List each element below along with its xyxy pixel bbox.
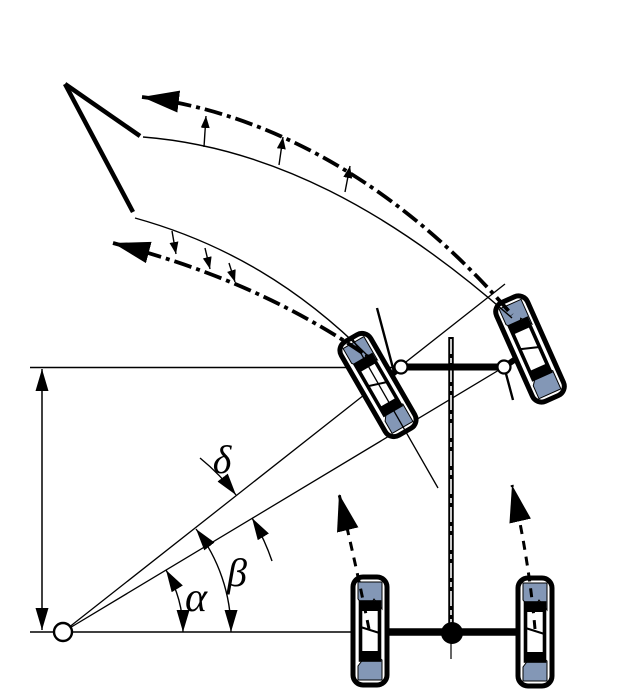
angle-label-alpha: α	[185, 575, 208, 621]
inner-wheel-radius-line	[62, 283, 506, 633]
rear-left-wheel	[353, 577, 387, 685]
angle-label-delta: δ	[213, 437, 233, 482]
deviation-arrow	[202, 247, 212, 270]
delta-angle-arc-lower	[251, 517, 273, 562]
rear-differential-dot	[441, 622, 463, 644]
angle-label-beta: β	[226, 550, 247, 595]
delta-angle-arc-upper	[199, 457, 237, 496]
deviation-arrow	[200, 115, 210, 148]
inner-wheel-ideal-path	[134, 217, 369, 357]
right-kingpin-axis-line	[503, 369, 515, 401]
kingpins	[350, 307, 515, 489]
front-right-wheel	[493, 293, 568, 405]
deviation-arrow	[227, 262, 236, 283]
inner-wheel-actual-path	[112, 241, 372, 360]
beta-angle-arc	[195, 528, 238, 633]
motion-paths	[63, 82, 537, 630]
outer-wheel-ideal-path	[142, 136, 513, 319]
outer-wheel-actual-path	[141, 90, 514, 317]
right-kingpin-joint	[496, 359, 512, 375]
deviation-arrow	[169, 230, 179, 255]
travel-direction-pointer	[63, 82, 142, 214]
left-kingpin-joint	[393, 359, 409, 375]
rear-right-wheel	[518, 578, 552, 686]
front-left-wheel	[336, 330, 419, 441]
left-kingpin-axis-line	[375, 307, 396, 373]
outer-wheel-radius-line	[62, 366, 505, 633]
rear-right-wheel-direction-arrow	[509, 484, 537, 630]
construction-lines	[30, 283, 536, 633]
deviation-arrow	[276, 136, 286, 166]
alpha-angle-arc	[165, 569, 190, 633]
deviation-arrow	[343, 165, 353, 193]
front-left-wheel-axis-line	[350, 335, 439, 489]
angle-annotations: δ α β	[165, 437, 273, 633]
rear-left-wheel-direction-arrow	[337, 493, 371, 630]
turning-center-point	[52, 621, 74, 643]
